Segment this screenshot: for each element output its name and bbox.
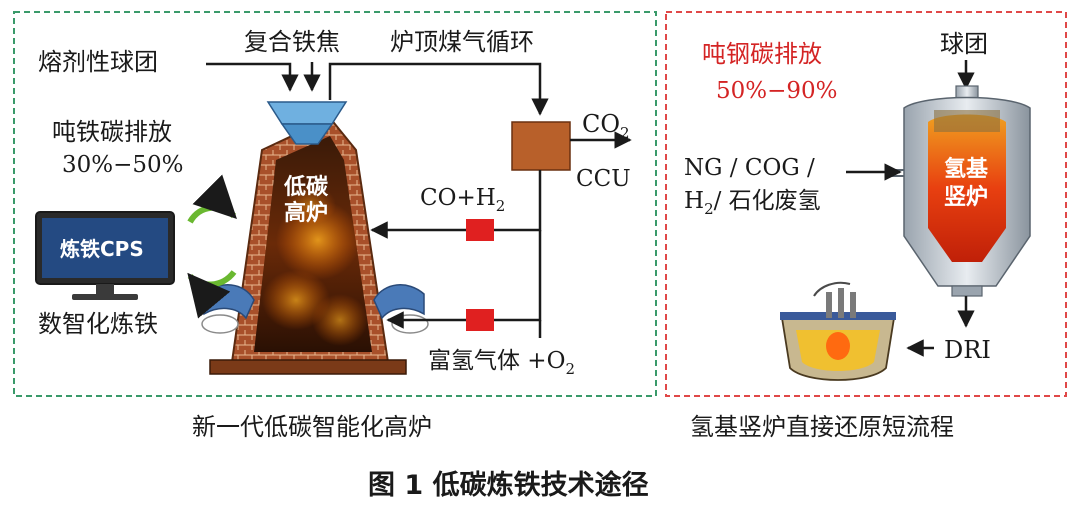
- left-emission-value: 30%−50%: [62, 152, 184, 178]
- furnace-label-1: 低碳: [283, 175, 329, 200]
- dri-label: DRI: [944, 336, 991, 364]
- cycle-arrow-lower-icon: [187, 269, 237, 319]
- right-panel-border: [665, 11, 1067, 397]
- gas-input-subscript: 2: [704, 200, 714, 218]
- furnace-label-2: 高炉: [284, 200, 328, 226]
- right-panel-caption: 氢基竖炉直接还原短流程: [690, 413, 954, 441]
- flux-pellet-arrow: [206, 62, 299, 92]
- co2-subscript: 2: [620, 124, 630, 142]
- monitor-label: 炼铁CPS: [60, 237, 144, 261]
- right-emission-value: 50%−90%: [716, 78, 838, 104]
- top-gas-recycle-label: 炉顶煤气循环: [390, 28, 534, 56]
- digital-ironmaking-label: 数智化炼铁: [38, 310, 158, 338]
- hydrogen-gas-marker: [466, 309, 494, 331]
- blast-furnace: [201, 101, 429, 375]
- gas-input-line2: H2/ 石化废氢: [684, 188, 821, 218]
- electric-arc-furnace: [780, 281, 896, 381]
- cps-monitor: [35, 211, 175, 300]
- ccu-label: CCU: [576, 166, 631, 192]
- co2-separation-box: [511, 121, 571, 171]
- co-h2-label: CO+H2: [420, 185, 505, 215]
- left-emission-title: 吨铁碳排放: [52, 118, 172, 146]
- flux-pellet-label: 熔剂性球团: [38, 48, 158, 76]
- composite-coke-label: 复合铁焦: [244, 28, 340, 56]
- hydrogen-gas-label: 富氢气体 +O2: [428, 348, 575, 378]
- co2-label: CO2: [582, 110, 630, 142]
- shaft-furnace-label-2: 竖炉: [944, 185, 988, 210]
- shaft-furnace: [888, 85, 1031, 297]
- left-panel-caption: 新一代低碳智能化高炉: [192, 413, 432, 441]
- hydrogen-gas-subscript: 2: [565, 360, 575, 378]
- gas-input-line1: NG / COG /: [684, 155, 815, 181]
- left-panel-border: [13, 11, 657, 397]
- shaft-furnace-label-1: 氢基: [944, 156, 989, 182]
- recycle-marker: [466, 219, 494, 241]
- top-gas-line: [328, 62, 549, 116]
- figure-title: 图 1 低碳炼铁技术途径: [368, 469, 649, 501]
- cycle-arrow-upper-icon: [187, 174, 237, 224]
- right-emission-title: 吨钢碳排放: [702, 40, 822, 68]
- pellet-label: 球团: [940, 30, 988, 58]
- co-h2-subscript: 2: [496, 197, 506, 215]
